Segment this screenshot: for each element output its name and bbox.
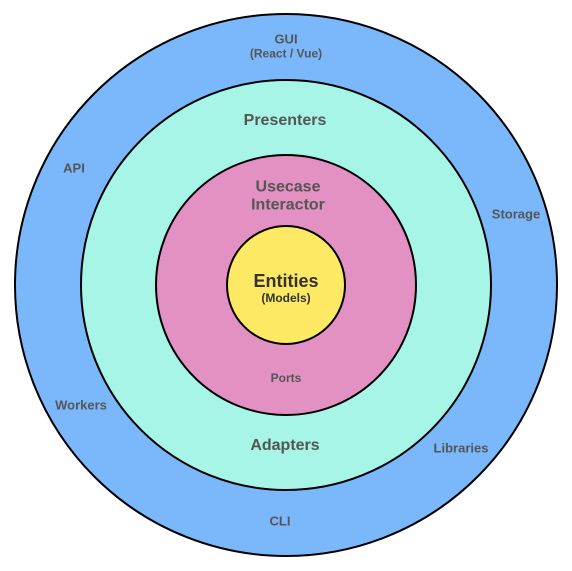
- libraries-label: Libraries: [433, 440, 489, 456]
- core-circle: [226, 225, 346, 345]
- ports-label: Ports: [270, 371, 302, 386]
- usecase-line1: Usecase: [255, 178, 321, 196]
- workers-label: Workers: [55, 397, 107, 413]
- entities-title: Entities: [253, 270, 319, 291]
- gui-title: GUI: [274, 31, 298, 47]
- storage-label: Storage: [491, 206, 541, 222]
- presenters-label: Presenters: [243, 111, 327, 129]
- entities-label: Entities (Models): [253, 271, 318, 305]
- gui-label: GUI (React / Vue): [249, 31, 323, 62]
- cli-label: CLI: [269, 513, 291, 529]
- adapters-label: Adapters: [250, 436, 320, 454]
- gui-subtitle: (React / Vue): [249, 46, 323, 61]
- usecase-line2: Interactor: [251, 197, 325, 214]
- api-label: API: [63, 160, 85, 176]
- entities-subtitle: (Models): [261, 290, 311, 305]
- usecase-interactor-label: Usecase Interactor: [251, 179, 325, 216]
